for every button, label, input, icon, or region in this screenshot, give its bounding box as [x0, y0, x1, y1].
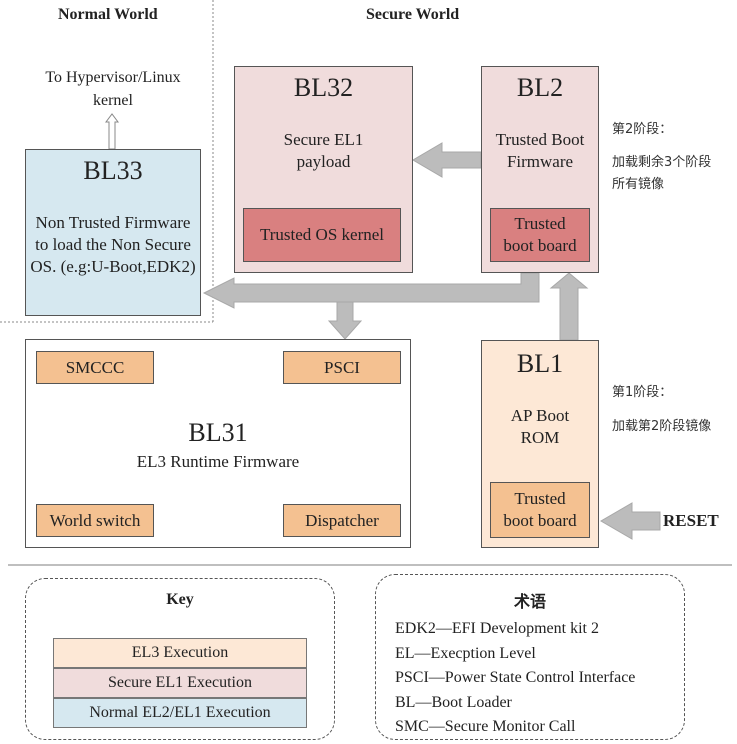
key-secure-el1-execution: Secure EL1 Execution	[53, 668, 307, 698]
arrow-bus-to-bl31	[327, 301, 363, 340]
term-item: SMC—Secure Monitor Call	[395, 718, 576, 735]
bl31-psci: PSCI	[283, 351, 401, 384]
term-item: PSCI—Power State Control Interface	[395, 669, 636, 686]
stage1-note-line2: 加载第2阶段镜像	[612, 419, 712, 434]
bl31-desc: EL3 Runtime Firmware	[136, 452, 300, 471]
bl31-world-switch: World switch	[36, 504, 154, 537]
bl32-title: BL32	[293, 73, 354, 102]
bl2-box: BL2 Trusted Boot Firmware Trusted boot b…	[481, 66, 599, 273]
to-hypervisor-label: To Hypervisor/Linux kernel	[45, 69, 181, 109]
bl32-box: BL32 Secure EL1 payload Trusted OS kerne…	[234, 66, 413, 273]
bl2-title: BL2	[516, 73, 564, 102]
stage2-note-line2: 加载剩余3个阶段	[612, 155, 712, 170]
key-panel: Key EL3 Execution Secure EL1 Execution N…	[25, 578, 335, 740]
term-item: EL—Execption Level	[395, 644, 536, 662]
bl33-desc: Non Trusted Firmware to load the Non Sec…	[30, 213, 196, 276]
key-normal-el-execution: Normal EL2/EL1 Execution	[53, 698, 307, 728]
bl32-trusted-os-kernel: Trusted OS kernel	[243, 208, 401, 262]
bl31-box: SMCCC PSCI BL31 EL3 Runtime Firmware Wor…	[25, 339, 411, 548]
term-item: EDK2—EFI Development kit 2	[395, 620, 599, 637]
key-title: Key	[166, 591, 194, 608]
bl2-trusted-boot-board: Trusted boot board	[490, 208, 590, 262]
bl33-title: BL33	[83, 156, 143, 185]
terms-title: 术语	[513, 592, 546, 611]
stage1-note-line1: 第1阶段：	[612, 385, 673, 400]
stage2-note-line1: 第2阶段：	[612, 122, 673, 137]
key-el3-execution: EL3 Execution	[53, 638, 307, 668]
normal-world-heading: Normal World	[58, 6, 158, 23]
stage2-note: 第2阶段： 加载剩余3个阶段 所有镜像	[612, 119, 711, 196]
terms-list: EDK2—EFI Development kit 2 EL—Execption …	[395, 617, 635, 740]
reset-label: RESET	[663, 511, 719, 530]
bl32-desc: Secure EL1 payload	[283, 130, 364, 171]
arrow-bl2-to-bl33	[202, 272, 540, 309]
stage1-note: 第1阶段： 加载第2阶段镜像	[612, 382, 711, 438]
arrow-bl33-up	[105, 113, 119, 150]
bl1-trusted-boot-board: Trusted boot board	[490, 482, 590, 538]
bl33-box: BL33 Non Trusted Firmware to load the No…	[25, 149, 201, 316]
bl31-smccc: SMCCC	[36, 351, 154, 384]
arrow-reset	[600, 502, 661, 540]
terms-panel: 术语 EDK2—EFI Development kit 2 EL—Execpti…	[375, 574, 685, 740]
bl31-title: BL31	[188, 418, 248, 447]
bl2-desc: Trusted Boot Firmware	[495, 130, 585, 171]
arrow-bl2-to-bl32	[412, 142, 482, 178]
arrow-bl1-to-bl2	[549, 272, 589, 341]
term-item: BL—Boot Loader	[395, 693, 512, 711]
bl1-desc: AP Boot ROM	[510, 406, 570, 447]
bl1-box: BL1 AP Boot ROM Trusted boot board	[481, 340, 599, 548]
bl1-title: BL1	[516, 349, 564, 378]
bl31-dispatcher: Dispatcher	[283, 504, 401, 537]
stage2-note-line3: 所有镜像	[612, 177, 665, 192]
secure-world-heading: Secure World	[366, 6, 460, 23]
